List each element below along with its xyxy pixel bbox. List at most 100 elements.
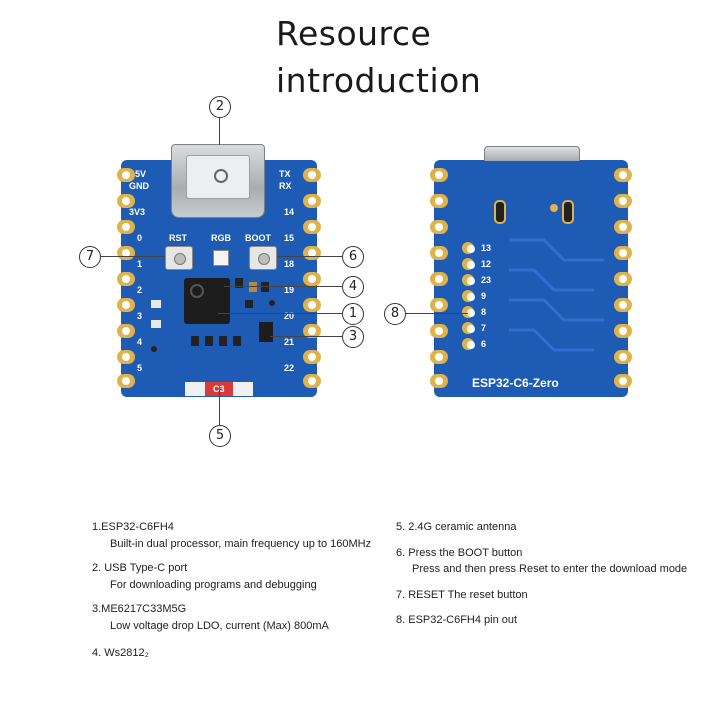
antenna-label: C3 — [213, 384, 225, 394]
front-right-pad — [303, 298, 321, 312]
smd-component — [151, 300, 161, 308]
boot-label: BOOT — [245, 233, 271, 243]
inner-pad — [462, 322, 475, 334]
rgb-label: RGB — [211, 233, 231, 243]
desc-8-head: 8. ESP32-C6FH4 pin out — [396, 614, 518, 626]
pin-label: 20 — [284, 311, 295, 321]
rst-label: RST — [169, 233, 187, 243]
pin-label: 5 — [137, 363, 143, 373]
back-right-pad — [614, 272, 632, 286]
back-pin-label: 23 — [481, 275, 492, 285]
back-right-pad — [614, 350, 632, 364]
front-right-pad — [303, 374, 321, 388]
pin-label: 14 — [284, 207, 295, 217]
back-pin-label: 7 — [481, 323, 487, 333]
back-right-pad — [614, 374, 632, 388]
front-left-pad — [117, 350, 135, 364]
front-left-pad — [117, 324, 135, 338]
back-pin-label: 13 — [481, 243, 492, 253]
smd-component — [219, 336, 227, 346]
leader-line — [278, 256, 342, 257]
pin-label: 3V3 — [129, 207, 146, 217]
back-right-pad — [614, 246, 632, 260]
back-left-pad — [430, 246, 448, 260]
back-pin-label: 8 — [481, 307, 487, 317]
leader-line — [219, 390, 220, 425]
back-left-pad — [430, 298, 448, 312]
usb-c-connector — [171, 144, 265, 218]
back-left-pad — [430, 350, 448, 364]
pin-label: 4 — [137, 337, 143, 347]
smd-component — [205, 336, 213, 346]
front-right-pad — [303, 220, 321, 234]
ldo-regulator — [259, 322, 273, 342]
pin-label: TX — [279, 169, 291, 179]
leader-line — [101, 256, 165, 257]
smd-component — [249, 282, 257, 292]
smd-component — [269, 300, 275, 306]
back-pin-label: 12 — [481, 259, 492, 269]
front-left-pad — [117, 374, 135, 388]
back-right-pad — [614, 168, 632, 182]
smd-component — [245, 300, 253, 308]
back-right-pad — [614, 194, 632, 208]
back-left-pad — [430, 272, 448, 286]
back-left-pad — [430, 374, 448, 388]
inner-pad — [462, 274, 475, 286]
via — [550, 204, 558, 212]
front-right-pad — [303, 168, 321, 182]
pcb-traces — [509, 238, 604, 352]
callout-1: 1 — [342, 303, 364, 325]
smd-component — [261, 282, 269, 292]
front-left-pad — [117, 168, 135, 182]
desc-7-head: 7. RESET The reset button — [396, 589, 528, 601]
callout-5: 5 — [209, 425, 231, 447]
boot-button[interactable] — [249, 246, 277, 270]
pin-label: 5V — [135, 169, 147, 179]
smd-component — [233, 336, 241, 346]
espressif-logo-icon — [190, 284, 204, 298]
smd-component — [191, 336, 199, 346]
back-left-pad — [430, 220, 448, 234]
pin-label: 2 — [137, 285, 143, 295]
rgb-led — [213, 250, 229, 266]
pin-label: 21 — [284, 337, 295, 347]
front-right-pad — [303, 194, 321, 208]
back-left-pad — [430, 168, 448, 182]
inner-pad — [462, 258, 475, 270]
ceramic-antenna: C3 — [185, 382, 253, 396]
front-left-pad — [117, 298, 135, 312]
front-board: 5V GND 3V3 0 1 2 3 4 5 TX RX 14 15 18 19… — [117, 144, 321, 397]
callout-7: 7 — [79, 246, 101, 268]
back-left-pad — [430, 324, 448, 338]
leader-line — [224, 286, 342, 287]
title-line-1: Resource — [276, 14, 432, 53]
desc-5-head: 5. 2.4G ceramic antenna — [396, 521, 517, 533]
desc-1-sub: Built-in dual processor, main frequency … — [110, 538, 372, 550]
esp32-chip — [184, 278, 230, 324]
model-label: ESP32-C6-Zero — [472, 376, 559, 390]
inner-pad — [462, 306, 475, 318]
front-right-pad — [303, 272, 321, 286]
callout-8: 8 — [384, 303, 406, 325]
leader-line — [270, 336, 342, 337]
callout-3: 3 — [342, 326, 364, 348]
inner-pad — [462, 242, 475, 254]
leader-line — [406, 313, 468, 314]
callout-2: 2 — [209, 96, 231, 118]
reset-button[interactable] — [165, 246, 193, 270]
pin-label: GND — [129, 181, 149, 191]
pin-label: 15 — [284, 233, 295, 243]
back-pin-label: 9 — [481, 291, 487, 301]
front-left-pad — [117, 194, 135, 208]
back-right-pad — [614, 220, 632, 234]
smd-component — [235, 278, 243, 288]
callout-4: 4 — [342, 276, 364, 298]
pin-label: 19 — [284, 285, 295, 295]
desc-3-sub: Low voltage drop LDO, current (Max) 800m… — [110, 620, 329, 632]
usb-c-connector-back — [484, 146, 580, 161]
front-left-pad — [117, 272, 135, 286]
desc-1-head: 1.ESP32-C6FH4 — [92, 521, 174, 533]
mounting-slot — [562, 200, 574, 224]
